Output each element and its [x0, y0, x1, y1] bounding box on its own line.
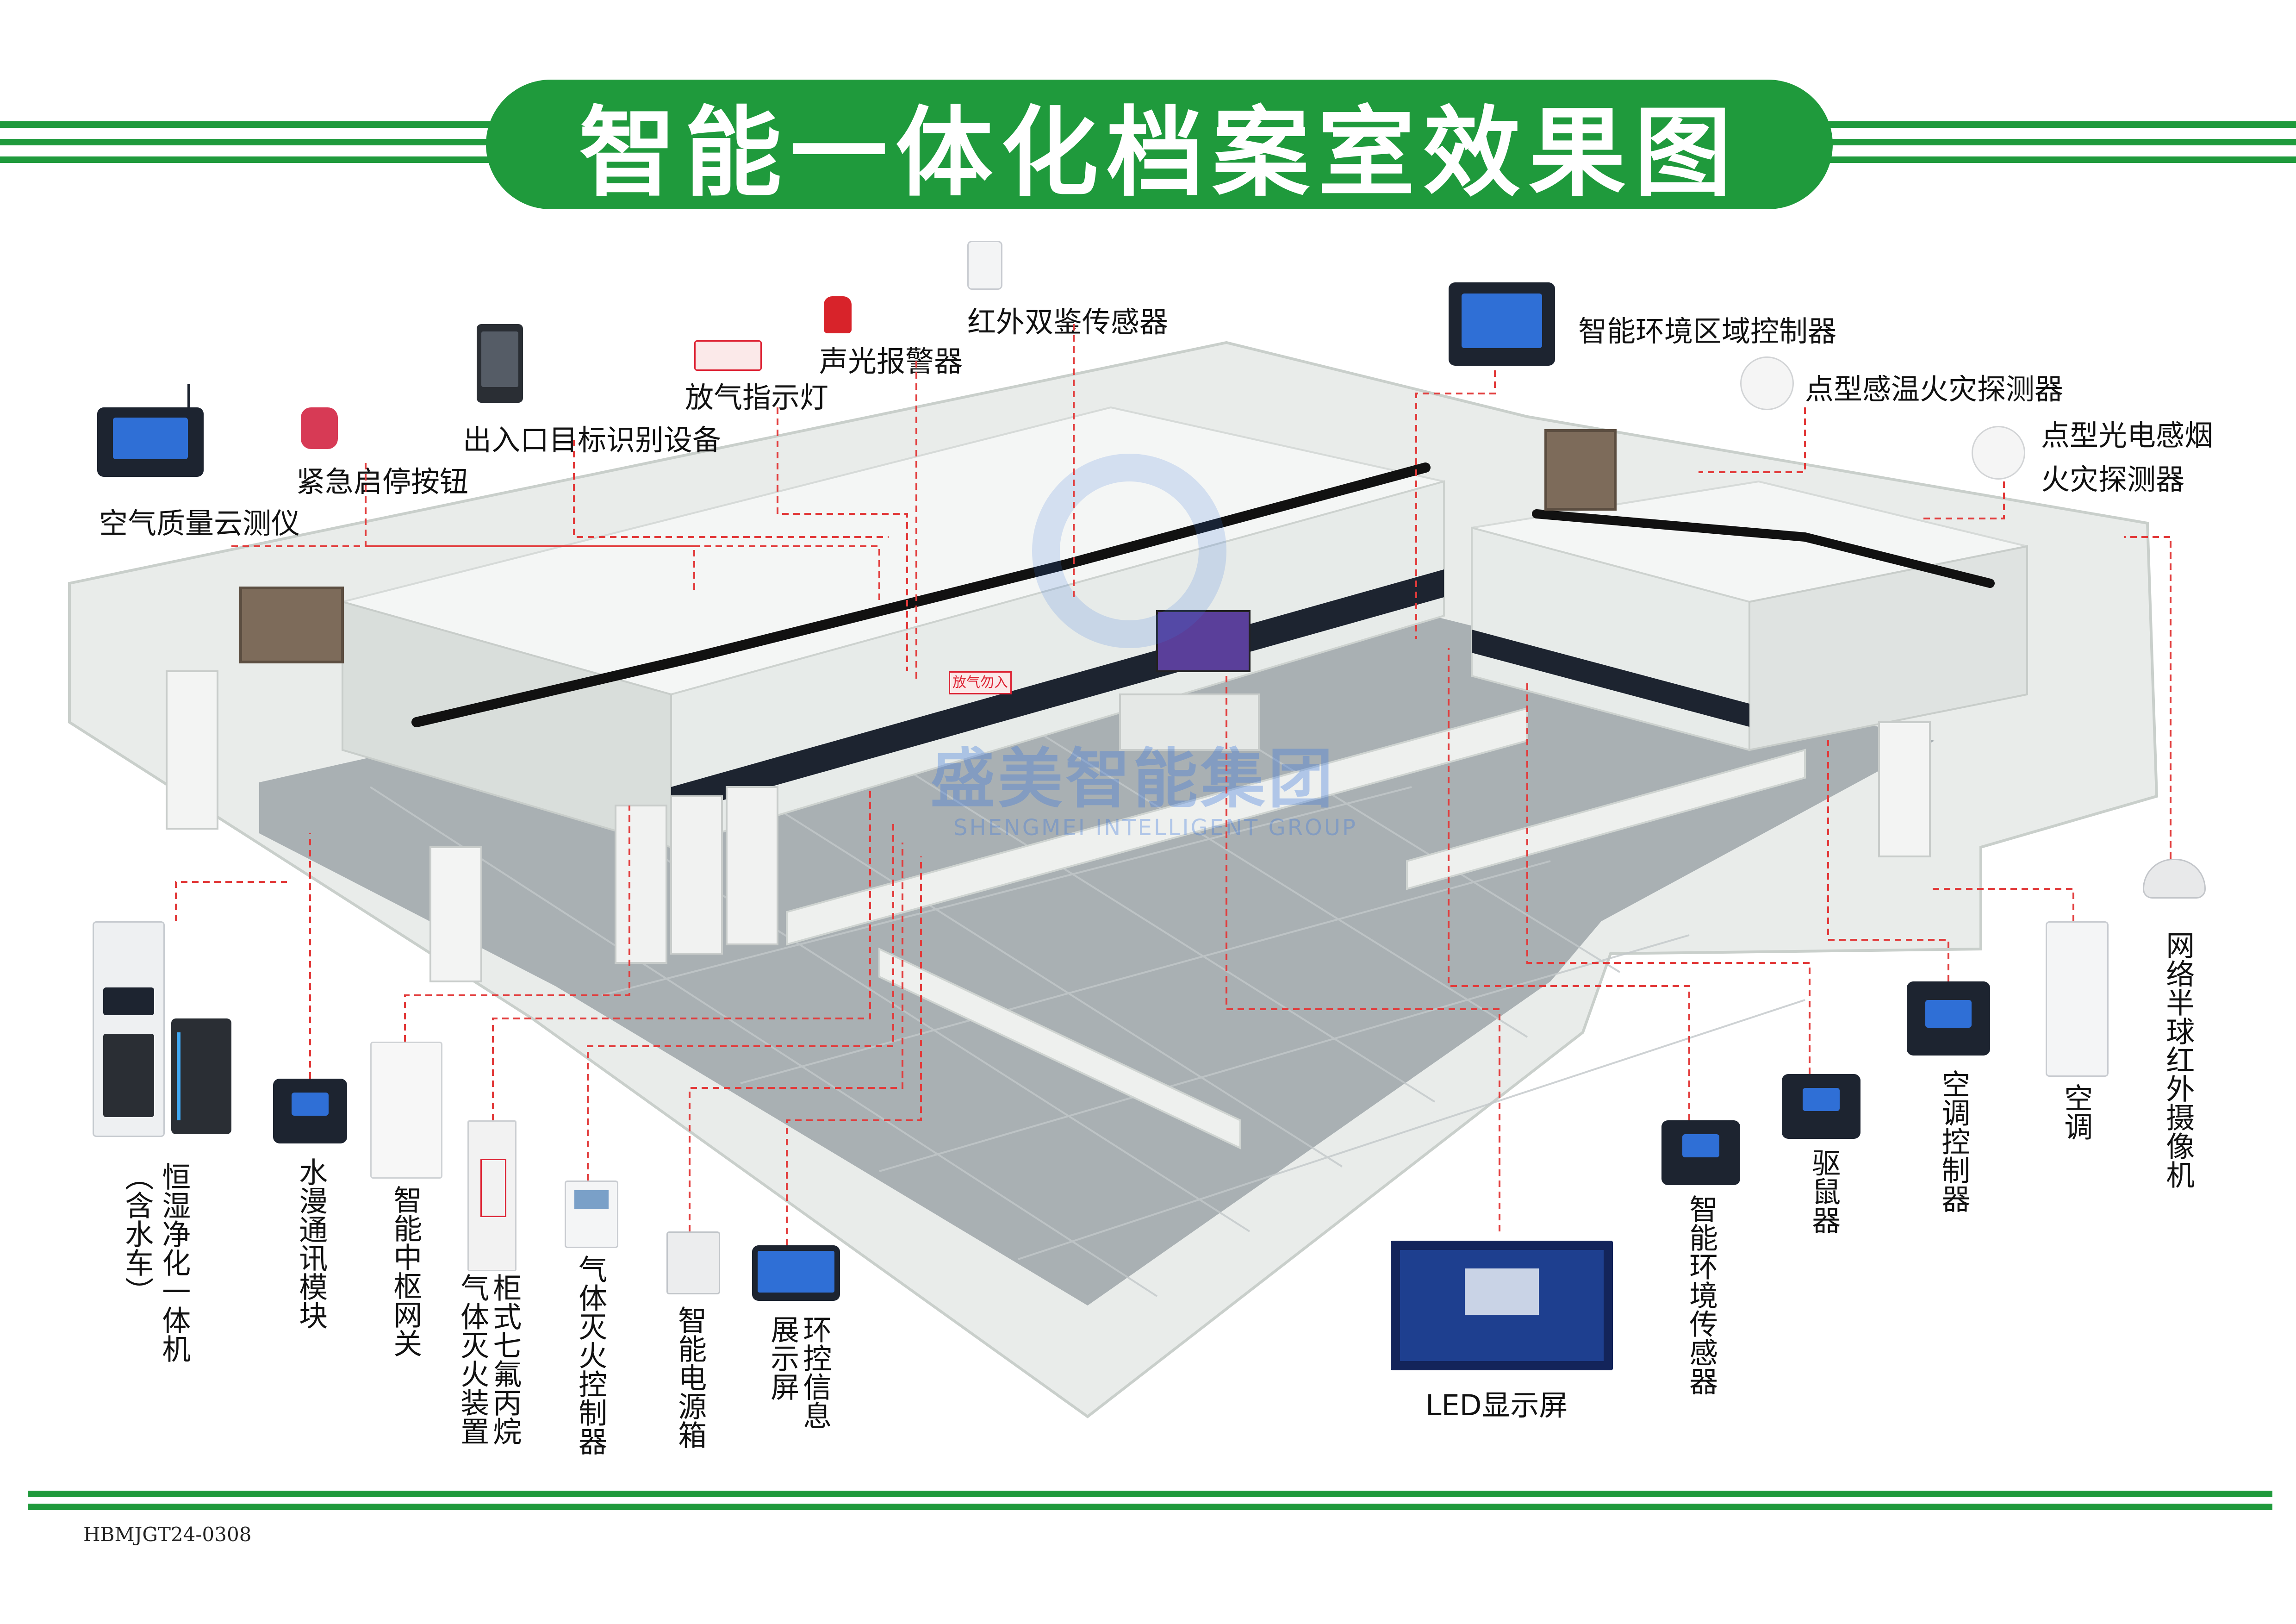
ir-dual-sensor-icon: [967, 241, 1002, 290]
footer-stripe-2: [28, 1504, 2272, 1510]
floor-ac-unit-left: [166, 670, 218, 830]
water-leak-module-icon: [273, 1079, 347, 1143]
cabinet-extinguisher-icon: [467, 1120, 516, 1271]
rodent-repeller-label: 驱鼠器: [1807, 1148, 1841, 1234]
env-zone-controller-icon: [1449, 282, 1555, 366]
ac-label: 空调: [2059, 1083, 2093, 1141]
led-screen-icon: [1391, 1241, 1613, 1370]
water-tank-cart-icon: [171, 1018, 231, 1134]
env-info-screen-icon: [752, 1245, 840, 1301]
gas-controller-label: 气体灭火控制器: [573, 1255, 608, 1455]
leader-heat: [1699, 407, 1806, 473]
leader-gas-indicator: [777, 407, 908, 671]
constant-humidity-machine-icon: [93, 921, 165, 1137]
service-desk: [1119, 693, 1260, 751]
env-sensor-icon: [1661, 1120, 1740, 1185]
emergency-button-icon: [301, 407, 338, 449]
heat-detector-label: 点型感温火灾探测器: [1805, 372, 2064, 406]
leader-humidity: [175, 881, 287, 921]
ac-unit-icon: [2046, 921, 2109, 1077]
dome-camera-label: 网络半球红外摄像机: [2161, 931, 2195, 1189]
watermark-en: SHENGMEI INTELLIGENT GROUP: [953, 815, 1357, 841]
smoke-detector-label-2: 火灾探测器: [2041, 462, 2185, 496]
leader-emergency: [365, 463, 880, 602]
header-stripe-left-2: [0, 139, 491, 145]
water-leak-label: 水漫通讯模块: [294, 1157, 328, 1330]
leader-smoke: [1921, 481, 2005, 519]
floor-ac-unit-right: [1878, 721, 1931, 857]
gas-warning-sign: 放气勿入: [949, 671, 1012, 694]
header-stripe-right-1: [1828, 121, 2296, 128]
ac-controller-label: 空调控制器: [1936, 1069, 1971, 1213]
env-sensor-label: 智能环境传感器: [1684, 1194, 1718, 1395]
constant-humidity-note: （含水车）: [120, 1162, 154, 1305]
gas-indicator-icon: [694, 340, 762, 371]
sound-light-alarm-icon: [824, 296, 852, 333]
gateway-label: 智能中枢网关: [388, 1185, 423, 1357]
header-stripe-left-1: [0, 121, 491, 128]
watermark-cn: 盛美智能集团: [930, 742, 1336, 817]
ac-controller-icon: [1907, 981, 1990, 1056]
leader-rodent: [1526, 681, 1811, 1074]
gas-indicator-label: 放气指示灯: [685, 381, 829, 414]
window-right: [1544, 429, 1617, 511]
ir-dual-sensor-label: 红外双鉴传感器: [967, 305, 1169, 339]
cabinet-label-1: 柜式七氟丙烷: [488, 1273, 522, 1445]
gateway-icon: [370, 1042, 442, 1179]
power-box-label: 智能电源箱: [673, 1305, 707, 1449]
cable-tray-right: [1532, 509, 1995, 588]
smoke-detector-label-1: 点型光电感烟: [2041, 418, 2214, 452]
gas-cabinet-3: [726, 786, 778, 945]
document-code: HBMJGT24-0308: [83, 1523, 252, 1546]
leader-env-sensor: [1448, 648, 1690, 1120]
leader-ac: [1930, 888, 2074, 921]
footer-stripe-1: [28, 1491, 2272, 1497]
leader-entry: [573, 440, 889, 538]
env-zone-controller-label: 智能环境区域控制器: [1578, 314, 1837, 348]
emergency-button-label: 紧急启停按钮: [296, 465, 469, 499]
leader-ac-ctrl: [1827, 736, 1949, 981]
cable-tray-left: [411, 462, 1431, 727]
gas-cabinet-2: [670, 795, 723, 955]
window-left: [239, 587, 344, 663]
led-screen-label: LED显示屏: [1425, 1388, 1568, 1422]
heat-detector-icon: [1740, 356, 1794, 410]
gas-controller-icon: [565, 1181, 618, 1248]
partition-wall-2: [878, 947, 1241, 1150]
floor-ac-unit-mid: [429, 846, 482, 982]
partition-wall-3: [1406, 749, 1806, 890]
entry-recognition-label: 出入口目标识别设备: [463, 423, 722, 457]
leader-cabinet: [492, 787, 871, 1120]
leader-camera: [2124, 536, 2172, 859]
entry-recognition-device-icon: [477, 324, 523, 403]
rodent-repeller-icon: [1782, 1074, 1860, 1139]
smoke-detector-icon: [1972, 426, 2025, 480]
leader-air-quality: [231, 545, 695, 593]
header-stripe-right-2: [1828, 139, 2296, 145]
header-stripe-left-3: [0, 156, 491, 163]
air-quality-label: 空气质量云测仪: [99, 506, 300, 540]
cabinet-label-2: 气体灭火装置: [455, 1273, 490, 1445]
sound-light-alarm-label: 声光报警器: [819, 344, 963, 378]
page-title: 智能一体化档案室效果图: [579, 96, 1740, 210]
env-info-label-1: 环控信息: [798, 1315, 832, 1430]
leader-gas-ctrl: [587, 824, 894, 1181]
leader-power: [689, 843, 903, 1231]
gas-cabinet-1: [615, 805, 667, 964]
constant-humidity-label: 恒湿净化一体机: [157, 1162, 191, 1363]
air-quality-monitor-icon: [97, 384, 204, 477]
shelving-control-band-right: [1472, 630, 1749, 727]
leader-led: [1226, 671, 1500, 1231]
env-info-label-2: 展示屏: [765, 1315, 800, 1401]
leader-env-info: [786, 856, 922, 1245]
title-banner: 智能一体化档案室效果图: [486, 80, 1833, 210]
header-stripe-right-3: [1828, 156, 2296, 163]
shelving-control-band: [671, 569, 1444, 815]
leader-gateway: [404, 806, 630, 1042]
power-box-icon: [666, 1231, 720, 1294]
leader-zone-ctrl: [1415, 370, 1496, 639]
